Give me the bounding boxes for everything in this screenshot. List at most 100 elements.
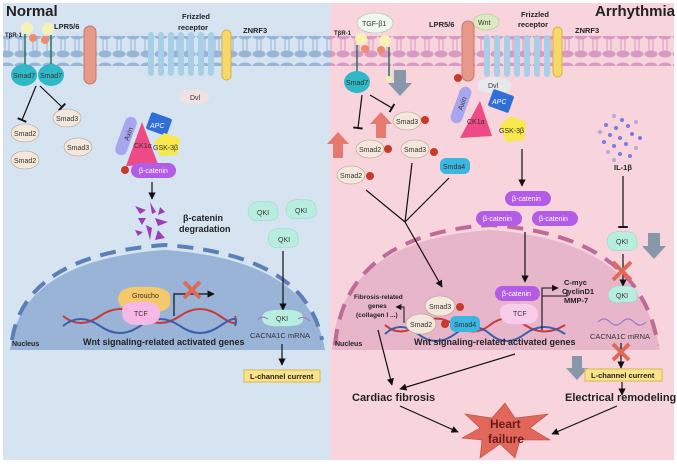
smad-convergence-lines	[365, 162, 450, 288]
normal-blocked-x-icon	[182, 280, 202, 300]
arrhythmia-smad2-b: Smad2	[336, 165, 374, 185]
svg-text:CK1α: CK1α	[134, 143, 152, 150]
normal-smad3-b: Smad3	[63, 137, 93, 157]
arrhythmia-dvl: Dvl	[478, 77, 512, 94]
svg-text:Smad2: Smad2	[359, 147, 381, 154]
svg-text:β-catenin: β-catenin	[483, 216, 512, 223]
normal-transcription-arrow	[173, 290, 215, 316]
arrhythmia-fibrosis-genes: Fibrosis-related genes (collagen Ⅰ ...)	[354, 294, 403, 319]
svg-text:Smad7: Smad7	[13, 73, 35, 80]
fibrosis-genes-transcription-arrow	[395, 304, 405, 323]
svg-text:Smad7: Smad7	[40, 73, 62, 80]
svg-text:Smad2: Smad2	[340, 173, 362, 180]
normal-nucleus-label: Nucleus	[12, 341, 39, 348]
svg-text:Smad3: Smad3	[67, 145, 89, 152]
il1b-label: IL-1β	[614, 163, 632, 172]
arrhythmia-lpr-label: LPR5/6	[429, 20, 454, 29]
arrhythmia-smad2-nuc: Smad2	[405, 313, 449, 335]
svg-text:Smad3: Smad3	[429, 304, 451, 311]
remodeling-to-heart-failure-arrow	[551, 405, 618, 435]
normal-tbr1-label: TβR-1	[5, 33, 23, 39]
svg-text:CyclinD1: CyclinD1	[562, 287, 594, 296]
normal-qki-nuclear: QKI	[257, 309, 311, 327]
svg-text:Smda4: Smda4	[443, 164, 465, 171]
arrhythmia-title: Arrhythmia	[595, 3, 676, 20]
svg-text:QKI: QKI	[295, 208, 307, 215]
target-genes-transcription-line	[541, 290, 568, 330]
svg-text:QKI: QKI	[616, 293, 628, 300]
heart-failure-label-1: Heart	[490, 417, 521, 431]
arrhythmia-bcatenin-2: β-catenin	[476, 211, 522, 226]
arrhythmia-mrna-strand-icon	[597, 318, 647, 326]
svg-text:Smad7: Smad7	[346, 80, 368, 87]
arrhythmia-tcf: TCF	[500, 303, 538, 325]
normal-tcf: TCF	[122, 301, 160, 326]
arrhythmia-frizzled-label-2: receptor	[518, 20, 548, 29]
fibrosis-to-heart-failure-arrow	[399, 405, 459, 433]
fibrosis-genes-to-cardiac-fibrosis-arrow	[377, 329, 394, 386]
arrhythmia-mrna-blocked-x-icon	[611, 342, 631, 362]
il1b-particles-icon	[598, 114, 642, 162]
degradation-label-1: β-catenin	[183, 213, 223, 223]
arrhythmia-znrf3-receptor	[552, 26, 563, 78]
heart-failure-star-icon	[461, 402, 552, 459]
svg-text:QKI: QKI	[276, 316, 288, 323]
arrhythmia-smad4-nuc: Smad4	[450, 316, 480, 332]
normal-qki-1: QKI	[247, 201, 279, 222]
svg-text:Smad3: Smad3	[404, 147, 426, 154]
arrhythmia-qki-blocked-x-icon	[611, 260, 633, 282]
svg-text:TCF: TCF	[134, 311, 148, 318]
arrhythmia-lpr-receptor	[461, 20, 475, 82]
svg-text:Smad3: Smad3	[396, 119, 418, 126]
svg-text:Smad4: Smad4	[454, 322, 476, 329]
electrical-remodeling-label: Electrical remodeling	[565, 392, 676, 404]
arrhythmia-smad7: Smad7	[344, 71, 370, 93]
svg-text:Wnt: Wnt	[478, 20, 491, 27]
normal-smad3-a: Smad3	[52, 108, 82, 128]
normal-smad2-a: Smad2	[10, 123, 40, 143]
svg-text:β-catenin: β-catenin	[502, 291, 531, 298]
arrhythmia-genes-label: Wnt signaling-related activated genes	[414, 337, 576, 347]
normal-l-channel-label: L-channel current	[250, 372, 314, 381]
degradation-label-2: degradation	[179, 224, 231, 234]
normal-mrna-label: CACNA1C mRNA	[250, 331, 310, 340]
svg-text:GSK-3β: GSK-3β	[499, 128, 524, 135]
svg-text:Dvl: Dvl	[488, 83, 499, 90]
normal-title: Normal	[6, 3, 58, 20]
target-genes-arrow	[541, 284, 559, 296]
svg-text:CK1α: CK1α	[467, 119, 485, 126]
arrhythmia-l-channel-box	[584, 368, 663, 382]
heart-failure-label-2: failure	[488, 432, 524, 446]
svg-text:Axin: Axin	[124, 127, 135, 142]
svg-text:QKI: QKI	[616, 239, 628, 246]
arrhythmia-smad2-up-arrow-icon	[327, 132, 349, 158]
arrhythmia-nucleus-label: Nucleus	[335, 341, 362, 348]
normal-tbr1-receptor	[21, 22, 54, 66]
wnt-genes-to-cardiac-fibrosis-arrow	[399, 353, 516, 391]
svg-text:Smad2: Smad2	[14, 131, 36, 138]
svg-text:β-catenin: β-catenin	[139, 168, 168, 175]
arrhythmia-smad3-b: Smad3	[400, 139, 438, 159]
arrhythmia-smad3-a: Smad3	[392, 111, 429, 131]
arrhythmia-current-down-arrow-icon	[566, 356, 588, 380]
wnt-target-genes-list: C-myc CyclinD1 MMP-7	[562, 278, 594, 305]
cardiac-fibrosis-label: Cardiac fibrosis	[352, 392, 435, 404]
normal-smad7-left: Smad7	[11, 64, 37, 86]
normal-smad7-inhibit-smad3	[39, 85, 67, 112]
svg-text:C-myc: C-myc	[564, 278, 587, 287]
arrhythmia-qki-2: QKI	[607, 285, 638, 303]
arrhythmia-smad7-down-arrow-icon	[388, 70, 412, 96]
arrhythmia-wnt: Wnt	[472, 13, 500, 31]
normal-destruction-complex: Axin APC CK1α GSK-3β β-catenin	[115, 112, 180, 178]
svg-text:Smad2: Smad2	[14, 158, 36, 165]
svg-text:Smad3: Smad3	[56, 116, 78, 123]
normal-smad2-b: Smad2	[10, 150, 40, 170]
normal-lpr-receptor	[83, 25, 97, 85]
normal-dna-helix	[62, 308, 237, 334]
normal-znrf3-receptor	[221, 29, 232, 81]
arrhythmia-tgf-b1: TGF-β1	[356, 12, 394, 34]
svg-text:Axin: Axin	[457, 96, 468, 111]
normal-smad7-inhibit-smad2	[17, 85, 37, 123]
svg-text:β-catenin: β-catenin	[512, 196, 541, 203]
normal-qki-3: QKI	[267, 228, 299, 249]
